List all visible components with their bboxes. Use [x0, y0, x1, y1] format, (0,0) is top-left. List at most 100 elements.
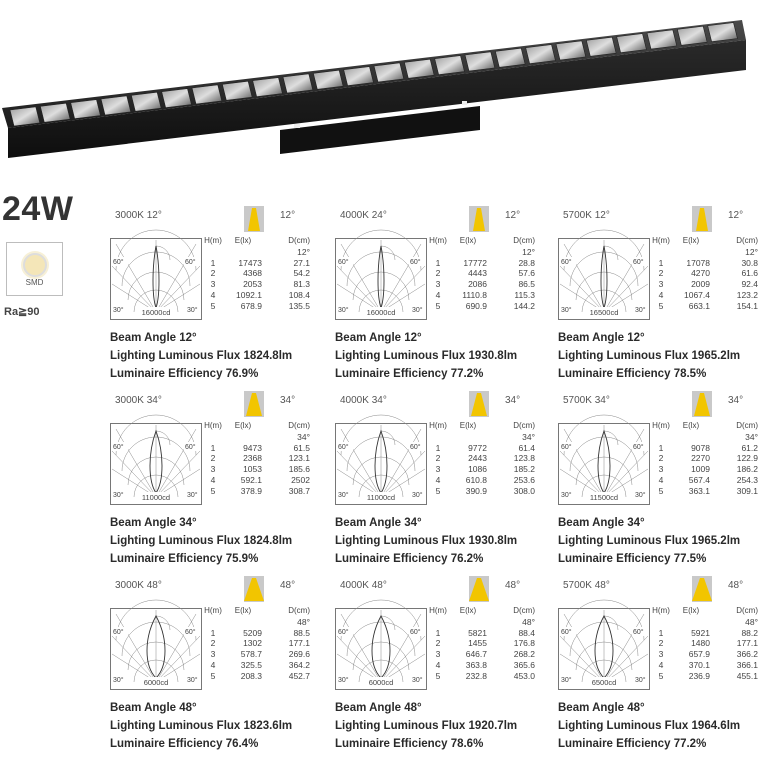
- table-row: 4 592.1 2502: [202, 475, 317, 486]
- photometric-table: H(m) E(lx) D(cm) 34° 1 9078 61.2 2 2270 …: [650, 421, 765, 497]
- table-angle-row: 12°: [650, 247, 765, 258]
- table-row: 4 1092.1 108.4: [202, 290, 317, 301]
- diameter-cell: 455.1: [736, 670, 758, 681]
- height-header: H(m): [429, 606, 447, 615]
- illuminance-header: E(lx): [459, 236, 477, 245]
- height-cell: 4: [435, 289, 441, 300]
- height-cell: 5: [435, 485, 441, 496]
- illuminance-cell: 2443: [468, 453, 487, 464]
- cct-label: 3000K: [115, 210, 144, 221]
- table-row: 1 17078 30.8: [650, 258, 765, 269]
- polar-60-right: 60°: [633, 258, 644, 266]
- table-row: 5 378.9 308.7: [202, 486, 317, 497]
- table-row: 5 690.9 144.2: [427, 301, 542, 312]
- polar-30-left: 30°: [338, 676, 349, 684]
- illuminance-cell: 17772: [463, 257, 487, 268]
- diameter-cell: 123.1: [288, 453, 310, 464]
- polar-30-right: 30°: [187, 306, 198, 314]
- flux-line: Lighting Luminous Flux 1824.8lm: [110, 347, 292, 365]
- diameter-cell: 61.5: [293, 442, 310, 453]
- height-cell: 5: [210, 485, 216, 496]
- illuminance-cell: 610.8: [465, 474, 487, 485]
- table-angle-row: 34°: [650, 432, 765, 443]
- beam-angle-label: 12°: [280, 210, 296, 221]
- illuminance-cell: 2368: [243, 453, 262, 464]
- flux-line: Lighting Luminous Flux 1823.6lm: [110, 717, 292, 735]
- efficiency-value: 76.9%: [225, 368, 259, 380]
- beam-angle-caption: Beam Angle: [558, 702, 625, 714]
- table-row: 3 2009 92.4: [650, 279, 765, 290]
- card-summary: Beam Angle 48° Lighting Luminous Flux 19…: [558, 699, 740, 753]
- diameter-cell: 186.2: [736, 464, 758, 475]
- table-row: 3 2086 86.5: [427, 279, 542, 290]
- beam-angle-caption: Beam Angle: [335, 702, 402, 714]
- flux-line: Lighting Luminous Flux 1930.8lm: [335, 347, 517, 365]
- illuminance-cell: 325.5: [240, 659, 262, 670]
- candela-label: 6000cd: [369, 678, 394, 687]
- height-cell: 2: [435, 453, 441, 464]
- diameter-cell: 176.8: [513, 638, 535, 649]
- table-header: H(m) E(lx) D(cm): [427, 421, 542, 432]
- table-row: 5 390.9 308.0: [427, 486, 542, 497]
- efficiency-value: 76.2%: [450, 553, 484, 565]
- efficiency-caption: Luminaire Efficiency: [335, 553, 448, 565]
- photometric-table: H(m) E(lx) D(cm) 12° 1 17772 28.8 2 4443…: [427, 236, 542, 312]
- diameter-header: D(cm): [513, 236, 535, 245]
- illuminance-cell: 1110.8: [462, 289, 487, 300]
- height-cell: 3: [435, 649, 441, 660]
- diameter-cell: 2502: [291, 474, 310, 485]
- table-angle: 48°: [297, 616, 310, 627]
- height-header: H(m): [652, 236, 670, 245]
- illuminance-cell: 592.1: [240, 474, 262, 485]
- beam-icon: [244, 206, 264, 232]
- illuminance-cell: 9473: [243, 442, 262, 453]
- illuminance-cell: 378.9: [240, 485, 262, 496]
- diameter-cell: 88.4: [518, 627, 535, 638]
- angle-label: 48°: [594, 580, 610, 591]
- table-row: 5 208.3 452.7: [202, 671, 317, 682]
- height-cell: 3: [435, 279, 441, 290]
- height-cell: 4: [658, 474, 664, 485]
- louver-cell: [494, 47, 526, 68]
- beam-angle-line: Beam Angle 12°: [335, 329, 517, 347]
- flux-line: Lighting Luminous Flux 1965.2lm: [558, 532, 740, 550]
- angle-label: 12°: [146, 210, 162, 221]
- table-row: 4 325.5 364.2: [202, 660, 317, 671]
- illuminance-cell: 4368: [243, 268, 262, 279]
- illuminance-cell: 9772: [468, 442, 487, 453]
- photometric-card: 3000K 48° 48°: [110, 576, 320, 760]
- table-angle: 12°: [522, 246, 535, 257]
- efficiency-caption: Luminaire Efficiency: [558, 368, 671, 380]
- louver-cell: [312, 69, 344, 90]
- height-header: H(m): [652, 606, 670, 615]
- beam-angle-value: 48°: [627, 702, 645, 714]
- card-summary: Beam Angle 12° Lighting Luminous Flux 19…: [558, 329, 740, 383]
- height-header: H(m): [652, 421, 670, 430]
- polar-diagram: 11000cd 60° 60° 30° 30°: [335, 414, 427, 505]
- candela-label: 11500cd: [590, 493, 618, 502]
- beam-angle-label: 34°: [505, 395, 521, 406]
- illuminance-cell: 5921: [691, 627, 710, 638]
- louver-cell: [343, 66, 374, 86]
- height-cell: 1: [658, 257, 664, 268]
- height-cell: 1: [210, 627, 216, 638]
- beam-icon: [469, 206, 489, 232]
- table-header: H(m) E(lx) D(cm): [202, 421, 317, 432]
- beam-angle-caption: Beam Angle: [335, 332, 402, 344]
- table-row: 1 5209 88.5: [202, 628, 317, 639]
- photometric-table: H(m) E(lx) D(cm) 12° 1 17473 27.1 2 4368…: [202, 236, 317, 312]
- beam-angle-value: 34°: [179, 517, 197, 529]
- flux-caption: Lighting Luminous Flux: [335, 720, 466, 732]
- diameter-cell: 61.2: [741, 442, 758, 453]
- polar-30-left: 30°: [113, 306, 124, 314]
- illuminance-cell: 1086: [468, 464, 487, 475]
- flux-caption: Lighting Luminous Flux: [558, 350, 689, 362]
- polar-60-right: 60°: [185, 628, 196, 636]
- cct-label: 5700K: [563, 580, 592, 591]
- diameter-cell: 81.3: [293, 279, 310, 290]
- beam-angle-label: 48°: [505, 580, 521, 591]
- cct-angle-heading: 3000K 12°: [115, 210, 162, 221]
- efficiency-value: 77.2%: [673, 738, 707, 750]
- diameter-cell: 269.6: [288, 649, 310, 660]
- diameter-cell: 177.1: [288, 638, 310, 649]
